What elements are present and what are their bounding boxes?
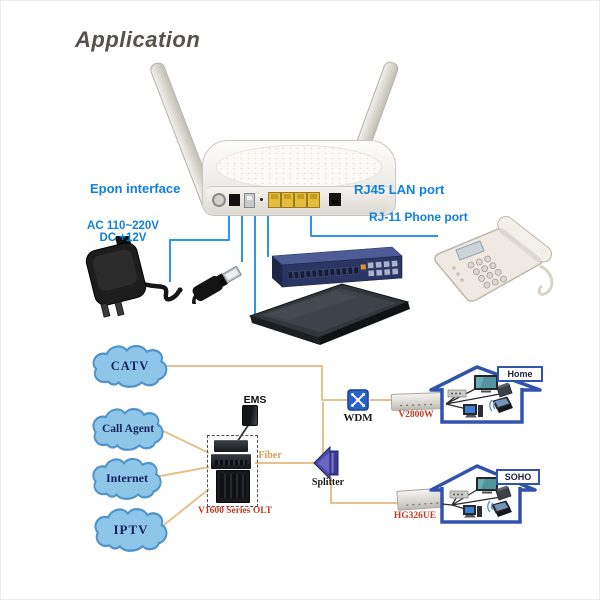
- onu-router-top-vents: [216, 145, 382, 189]
- power-button: [212, 193, 226, 207]
- rj11-inner: [332, 200, 338, 204]
- hg326ue-label: HG326UE: [393, 511, 437, 521]
- usb-port: [244, 193, 255, 208]
- catv-cloud-label: CATV: [110, 358, 150, 373]
- v2800w-label: V2800W: [398, 410, 434, 420]
- rj45-lan-port-label: RJ45 LAN port: [354, 182, 445, 197]
- laptop: [248, 283, 410, 345]
- ems-label: EMS: [243, 394, 267, 406]
- ems-to-olt-line: [236, 423, 250, 443]
- power-cable-line: [169, 214, 230, 282]
- rj45-inner: [284, 194, 291, 199]
- olt-port-row: [215, 460, 247, 465]
- rj45-inner: [310, 194, 317, 199]
- power-spec-line2: DC +12V: [99, 232, 147, 244]
- iptv-cloud: IPTV: [92, 506, 170, 553]
- iptv-cloud-label: IPTV: [113, 521, 149, 537]
- catv-cloud: CATV: [90, 343, 170, 389]
- lan-port-4: [307, 192, 320, 208]
- catv-to-wdm-line: [166, 365, 348, 401]
- internet-to-olt-line: [154, 466, 210, 478]
- epon-interface-label: Epon interface: [90, 181, 181, 196]
- internet-cloud: Internet: [90, 456, 164, 501]
- rj45-inner: [297, 194, 304, 199]
- ethernet-switch: [271, 246, 403, 288]
- usb-tongue: [247, 196, 252, 200]
- rj11-to-phone-line: [310, 214, 438, 237]
- usb-connector: [192, 265, 243, 304]
- olt-rack-unit-2: [211, 454, 251, 469]
- iptv-to-olt-line: [159, 488, 210, 529]
- power-spec-line1: AC 110~220V: [87, 220, 159, 232]
- splitter-icon: [313, 445, 339, 480]
- onu-router-rear-panel: [206, 186, 390, 214]
- wdm-label: WDM: [343, 412, 373, 424]
- splitter-to-hg326ue-line: [330, 477, 398, 504]
- olt-chassis: [216, 470, 250, 503]
- olt-chassis-slots: [220, 474, 246, 498]
- splitter-label: Splitter: [311, 477, 345, 488]
- home-house: [429, 365, 542, 424]
- rj11-phone-port-label: RJ-11 Phone port: [369, 210, 468, 224]
- olt-rack-unit-1: [214, 440, 248, 452]
- home-label: Home: [497, 366, 543, 382]
- call-agent-cloud: Call Agent: [90, 406, 166, 452]
- wdm-icon: [347, 389, 369, 411]
- internet-cloud-label: Internet: [106, 471, 148, 485]
- desk-phone: [434, 215, 554, 302]
- rj45-inner: [271, 194, 278, 199]
- call-agent-cloud-label: Call Agent: [101, 423, 155, 435]
- fiber-label: Fiber: [258, 450, 282, 461]
- lan-port-3: [294, 192, 307, 208]
- olt-dashed-box: [207, 435, 258, 507]
- lan-port-1: [268, 192, 281, 208]
- callagent-to-olt-line: [156, 427, 210, 454]
- power-spec-label: AC 110~220V DC +12V: [80, 220, 166, 244]
- epon-fiber-port: [229, 194, 240, 206]
- ems-server-icon: [242, 405, 258, 426]
- rj11-phone-port: [329, 193, 341, 206]
- page-title: Application: [75, 27, 201, 52]
- reset-pinhole: [260, 198, 263, 201]
- soho-label: SOHO: [496, 469, 540, 485]
- lan-port-2: [281, 192, 294, 208]
- power-adapter: [85, 236, 183, 318]
- olt-label: V1600 Series OLT: [197, 506, 273, 516]
